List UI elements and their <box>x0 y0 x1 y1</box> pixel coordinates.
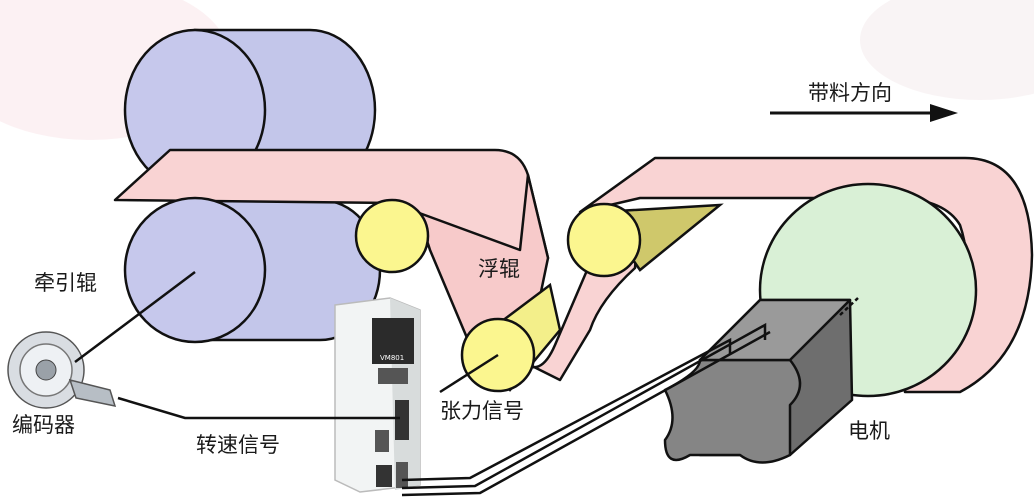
direction-arrow <box>770 104 958 122</box>
encoder-label: 编码器 <box>12 413 75 437</box>
float-link <box>439 353 499 394</box>
motor-label: 电机 <box>848 419 890 443</box>
float-roller-label: 浮辊 <box>478 257 520 281</box>
speed-signal-wire <box>117 396 400 420</box>
tension-signal-label: 张力信号 <box>440 399 524 423</box>
right-idler-roller <box>566 202 724 278</box>
signal-wires <box>74 271 771 497</box>
motor-wire-3 <box>401 330 771 497</box>
traction-roller-label: 牵引辊 <box>34 271 97 295</box>
motor-wire-1 <box>401 337 732 482</box>
encoder <box>7 331 117 409</box>
left-idler-roller <box>354 198 430 274</box>
svg-text:VM801: VM801 <box>380 354 404 362</box>
traction-roller <box>123 196 267 344</box>
servo-drive: VM801 <box>334 297 421 493</box>
speed-signal-label: 转速信号 <box>196 433 280 457</box>
traction-link <box>74 271 196 363</box>
motor-wire-2 <box>401 322 767 490</box>
direction-label: 带料方向 <box>808 81 892 105</box>
servo-motor <box>663 297 859 464</box>
